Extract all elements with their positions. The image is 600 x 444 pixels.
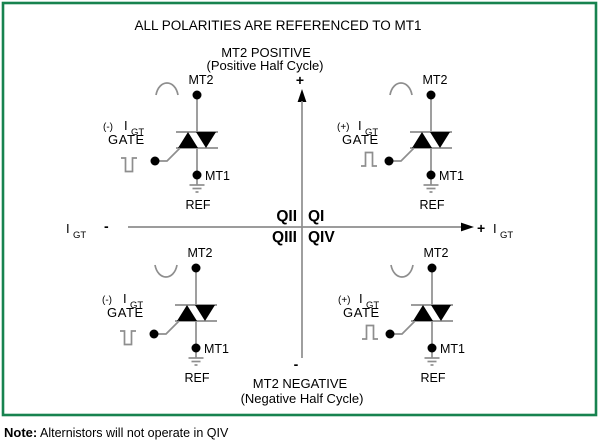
gate-current-label: I [359,291,363,306]
mt2-terminal-label: MT2 [423,73,448,87]
mt1-terminal-label: MT1 [205,169,230,183]
gate-polarity-label: (-) [103,122,113,133]
gate-current-label: I [123,291,127,306]
note-text: Alternistors will not operate in QIV [40,426,229,440]
minus-sign-bottom: - [294,356,299,372]
negative-gate-pulse-icon [120,157,138,173]
ref-label: REF [421,371,446,385]
gate-label: GATE [342,132,379,147]
ref-label: REF [420,198,445,212]
gate-label: GATE [107,305,144,320]
mt2-terminal-label: MT2 [189,73,214,87]
gate-current-label: I [358,118,362,133]
plus-sign-right: + [477,220,485,236]
negative-half-cycle-icon [390,264,414,278]
vertical-axis: MT2 POSITIVE (Positive Half Cycle) + - M… [206,45,363,406]
positive-half-cycle-icon [389,82,413,96]
ref-label: REF [185,371,210,385]
ref-label: REF [186,198,211,212]
circuit-q2: MT2 (-) I GT GATE MT1 REF [103,73,230,212]
left-current-label: I [66,221,70,236]
mt1-terminal-label: MT1 [440,342,465,356]
right-arrow-icon [461,222,474,232]
quadrant-label-q4: QIV [308,229,335,246]
quadrant-label-q2: QII [276,208,297,225]
negative-gate-pulse-icon [119,330,137,346]
up-arrow-icon [297,89,307,102]
positive-half-cycle-icon [155,82,179,96]
mt1-terminal-label: MT1 [439,169,464,183]
diagram-title: ALL POLARITIES ARE REFERENCED TO MT1 [134,18,421,33]
circuit-q1: MT2 (+) I GT GATE MT1 REF [337,73,464,212]
left-current-subscript: GT [73,230,86,241]
mt2-terminal-label: MT2 [188,246,213,260]
gate-polarity-label: (-) [102,295,112,306]
gate-current-subscript: GT [366,300,379,311]
right-current-label: I [493,221,497,236]
quadrant-labels: QII QI QIII QIV [272,208,335,246]
gate-current-subscript: GT [131,127,144,138]
quadrant-label-q1: QI [308,208,324,225]
diagram-border [1,1,598,417]
note-label: Note: [4,425,37,440]
positive-gate-pulse-icon [361,324,379,340]
mt1-terminal-label: MT1 [204,342,229,356]
negative-half-cycle-icon [154,264,178,278]
top-axis-label: MT2 POSITIVE [221,45,311,60]
positive-gate-pulse-icon [360,151,378,167]
circuit-q3: MT2 (-) I GT GATE MT1 REF [102,246,229,385]
right-current-subscript: GT [500,230,513,241]
mt2-terminal-label: MT2 [424,246,449,260]
minus-sign-left: - [104,218,109,234]
circuit-q4: MT2 (+) I GT GATE MT1 REF [338,246,465,385]
gate-label: GATE [108,132,145,147]
gate-polarity-label: (+) [337,122,350,133]
gate-polarity-label: (+) [338,295,351,306]
horizontal-axis: I GT - + I GT [66,218,513,241]
bottom-axis-label: MT2 NEGATIVE [253,376,348,391]
top-axis-sublabel: (Positive Half Cycle) [206,58,323,73]
gate-current-label: I [124,118,128,133]
plus-sign-top: + [296,72,304,88]
gate-label: GATE [343,305,380,320]
bottom-axis-sublabel: (Negative Half Cycle) [241,391,364,406]
gate-current-subscript: GT [365,127,378,138]
gate-current-subscript: GT [130,300,143,311]
quadrant-label-q3: QIII [272,229,297,246]
footnote: Note: Alternistors will not operate in Q… [4,425,229,440]
